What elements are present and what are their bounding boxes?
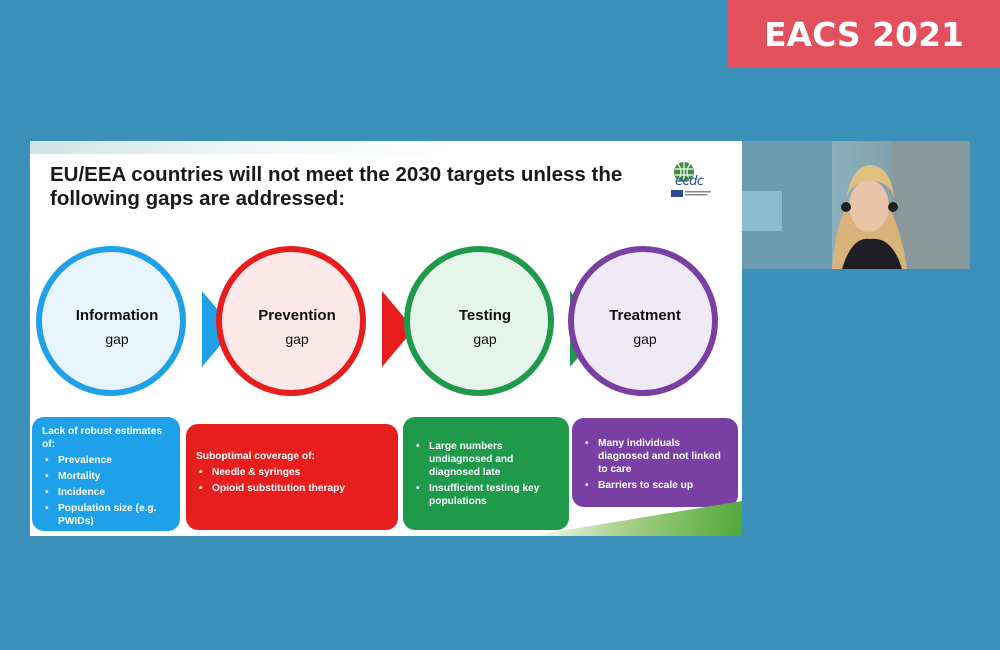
prevention-gap-box: Suboptimal coverage of: Needle & syringe…: [186, 424, 398, 530]
treatment-gap-subtitle: gap: [633, 331, 657, 347]
prevention-box-item: Needle & syringes: [196, 466, 388, 479]
testing-box-item: Insufficient testing key populations: [413, 482, 559, 508]
information-box-item: Population size (e.g. PWIDs): [42, 502, 172, 528]
presenter-video-icon: [742, 141, 970, 269]
testing-gap-circle: [404, 246, 554, 396]
information-box-item: Mortality: [42, 470, 172, 483]
ecdc-logo-text: ecdc: [675, 174, 704, 189]
prevention-box-intro: Suboptimal coverage of:: [196, 451, 315, 462]
prevention-box-item: Opioid substitution therapy: [196, 482, 388, 495]
ecdc-globe-logo-icon: [671, 162, 711, 197]
testing-box-item: Large numbers undiagnosed and diagnosed …: [413, 440, 559, 479]
treatment-gap-circle: [568, 246, 718, 396]
information-box-intro: Lack of robust estimates of:: [42, 426, 163, 450]
information-box-item: Prevalence: [42, 454, 172, 467]
treatment-box-item: Barriers to scale up: [582, 479, 728, 492]
prevention-gap-subtitle: gap: [285, 331, 309, 347]
prevention-gap-circle: [216, 246, 366, 396]
treatment-gap-box: Many individuals diagnosed and not linke…: [572, 418, 738, 507]
information-gap-subtitle: gap: [105, 331, 129, 347]
testing-gap-title: Testing: [458, 307, 512, 324]
information-gap-circle: [36, 246, 186, 396]
treatment-gap-title: Treatment: [609, 307, 681, 324]
information-gap-box: Lack of robust estimates of: Prevalence …: [32, 417, 180, 531]
testing-gap-box: Large numbers undiagnosed and diagnosed …: [403, 417, 569, 530]
presentation-slide: EU/EEA countries will not meet the 2030 …: [30, 141, 742, 536]
slide-top-bar: [30, 141, 742, 154]
information-box-item: Incidence: [42, 486, 172, 499]
event-badge: EACS 2021: [728, 0, 1000, 68]
information-gap-title: Information: [75, 307, 159, 324]
treatment-box-item: Many individuals diagnosed and not linke…: [582, 437, 728, 476]
slide-title: EU/EEA countries will not meet the 2030 …: [50, 163, 623, 210]
prevention-gap-title: Prevention: [258, 307, 336, 324]
testing-gap-subtitle: gap: [473, 331, 497, 347]
presenter-webcam-feed: [742, 141, 970, 269]
